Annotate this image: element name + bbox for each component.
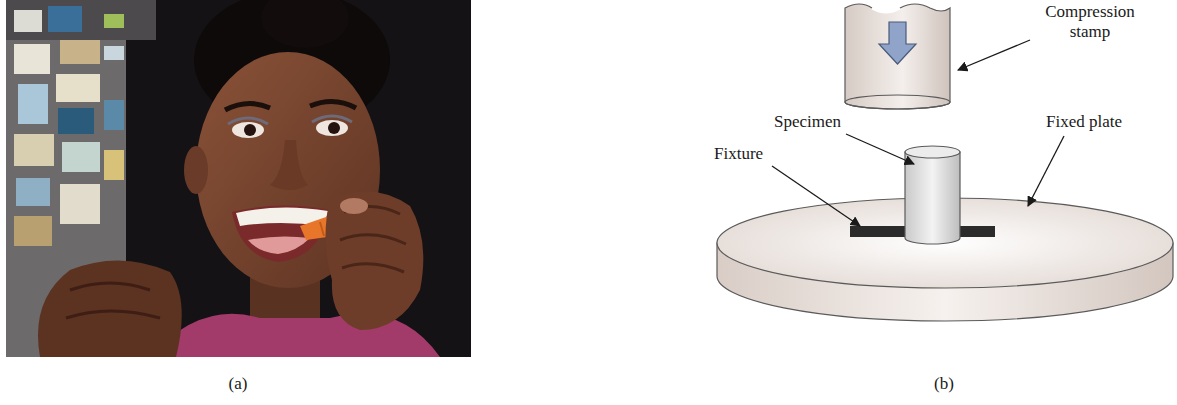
panel-label: (a) <box>229 374 248 394</box>
part-label: Compression stamp <box>1034 2 1146 42</box>
part-label: Fixed plate <box>1046 112 1122 132</box>
part-label: Specimen <box>774 112 841 132</box>
compression-stamp <box>845 4 950 109</box>
part-label: Fixture <box>714 144 763 164</box>
leader-lines <box>772 40 1064 226</box>
panel-label: (b) <box>934 374 954 394</box>
photo <box>6 0 471 357</box>
specimen <box>905 146 960 244</box>
